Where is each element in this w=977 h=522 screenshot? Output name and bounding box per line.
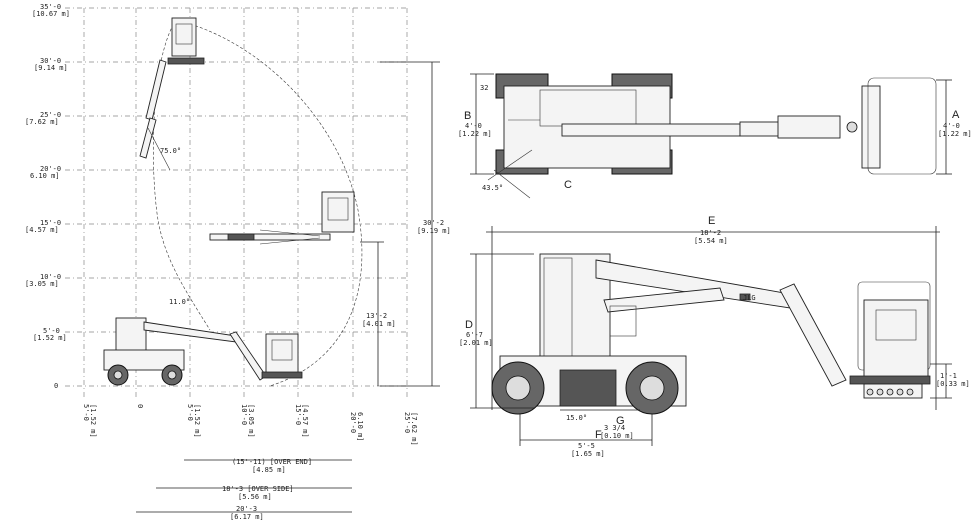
reach-over-end-label: (15'-11) [OVER END] — [232, 458, 312, 466]
reach-dimensions — [136, 459, 352, 513]
y-tick-15-m: [4.57 m] — [25, 226, 59, 234]
label-e: E — [708, 215, 715, 227]
x-tick-25-m: [7.62 m] — [410, 412, 418, 446]
dim-d-m: [2.01 m] — [459, 339, 493, 347]
y-tick-30: 30'-0 — [40, 57, 61, 65]
height-dimension-13 — [360, 241, 384, 386]
side-view — [491, 253, 931, 415]
small-32: 32 — [480, 84, 488, 92]
dim-f: 5'-5 — [578, 442, 595, 450]
top-view-dims — [470, 73, 952, 175]
label-c: C — [564, 179, 572, 191]
y-tick-25: 25'-0 — [40, 111, 61, 119]
label-d: D — [465, 319, 473, 331]
dim-g-m: [0.10 m] — [600, 432, 634, 440]
x-tick-25: 25'-0 — [403, 412, 411, 433]
y-axis-labels: 35'-0 [10.67 m] 30'-0 [9.14 m] 25'-0 [7.… — [25, 3, 70, 390]
reach-over-end-m-label: [4.85 m] — [252, 466, 286, 474]
y-tick-15: 15'-0 — [40, 219, 61, 227]
y-tick-20-m: 6.10 m] — [30, 172, 60, 180]
label-g: G — [616, 415, 625, 427]
height-dimension-30 — [380, 61, 440, 387]
x-tick-15: 15'-0 — [294, 404, 302, 425]
x-tick-5: 5'-0 — [186, 404, 194, 421]
dim-b: 4'-0 — [465, 122, 482, 130]
y-tick-20: 20'-0 — [40, 165, 61, 173]
dim-e: 18'-2 — [700, 229, 721, 237]
angle-75-label: 75.0° — [160, 147, 181, 155]
angle-11-label: 11.0° — [169, 298, 190, 306]
label-f: F — [595, 429, 602, 441]
x-tick-20: 20'-0 — [349, 412, 357, 433]
height-30-m-label: [9.19 m] — [417, 227, 451, 235]
dim-a: 4'-0 — [943, 122, 960, 130]
x-tick-5-m: [1.52 m] — [193, 404, 201, 438]
x-tick-0: 0 — [136, 404, 144, 408]
side-angle: 15.0° — [566, 414, 587, 422]
height-13-label: 13'-2 — [366, 312, 387, 320]
length-20-label: 20'-3 — [236, 505, 257, 513]
boom-decal: JLG — [743, 294, 756, 302]
side-view-dims-top — [486, 226, 940, 410]
label-b: B — [464, 110, 471, 122]
y-tick-0: 0 — [54, 382, 58, 390]
dim-g: 3 3/4 — [604, 424, 625, 432]
dim-b-m: [1.22 m] — [458, 130, 492, 138]
dim-a-m: [1.22 m] — [938, 130, 972, 138]
y-tick-35: 35'-0 — [40, 3, 61, 11]
lift-position-max-height — [139, 17, 205, 171]
x-tick-10-m: [3.05 m] — [247, 404, 255, 438]
x-axis-labels: 5'-0 [1.52 m] 0 5'-0 [1.52 m] 10'-0 [3.0… — [82, 404, 418, 446]
top-view — [487, 73, 937, 199]
y-tick-35-m: [10.67 m] — [32, 10, 70, 18]
label-a: A — [952, 109, 960, 121]
reach-over-side-m-label: [5.56 m] — [238, 493, 272, 501]
y-tick-25-m: [7.62 m] — [25, 118, 59, 126]
dim-f-m: [1.65 m] — [571, 450, 605, 458]
y-tick-10: 10'-0 — [40, 273, 61, 281]
x-tick-10: 10'-0 — [240, 404, 248, 425]
lift-position-horizontal — [209, 191, 355, 245]
x-tick-neg5: 5'-0 — [82, 404, 90, 421]
length-20-m-label: [6.17 m] — [230, 513, 264, 521]
y-tick-5: 5'-0 — [43, 327, 60, 335]
side-view-dims-lower — [470, 253, 952, 446]
x-tick-15-m: [4.57 m] — [301, 404, 309, 438]
y-tick-5-m: [1.52 m] — [33, 334, 67, 342]
dim-h-m: [0.33 m] — [936, 380, 970, 388]
height-30-label: 30'-2 — [423, 219, 444, 227]
reach-over-side-label: 18'-3 [OVER SIDE] — [222, 485, 294, 493]
x-tick-neg5-m: [1.52 m] — [89, 404, 97, 438]
working-envelope-curve — [153, 19, 363, 387]
height-13-m-label: [4.01 m] — [362, 320, 396, 328]
y-tick-10-m: [3.05 m] — [25, 280, 59, 288]
y-tick-30-m: [9.14 m] — [34, 64, 68, 72]
top-angle: 43.5° — [482, 184, 503, 192]
lift-position-ground — [103, 317, 303, 386]
dim-h: 1'-1 — [940, 372, 957, 380]
dim-e-m: [5.54 m] — [694, 237, 728, 245]
x-tick-20-m: 6.10 m] — [356, 412, 364, 442]
dim-d: 6'-7 — [466, 331, 483, 339]
